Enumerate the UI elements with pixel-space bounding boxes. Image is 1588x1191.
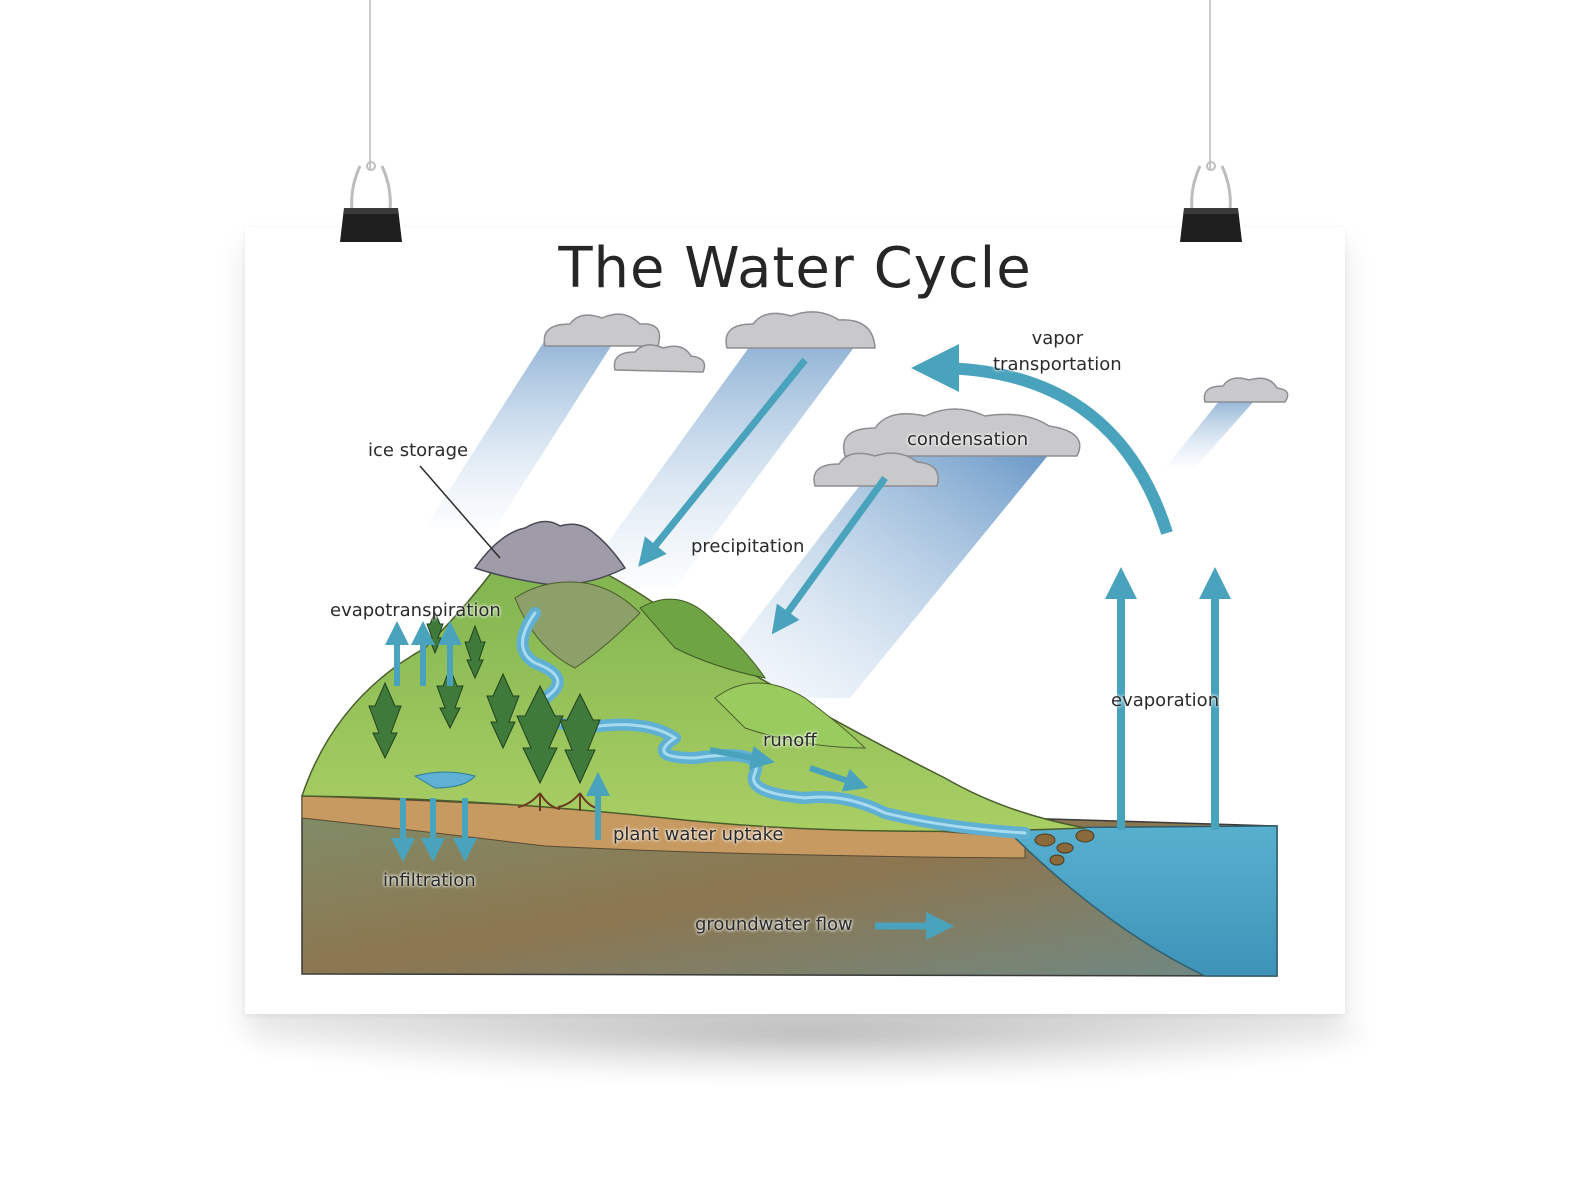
green-hill-right <box>639 598 767 679</box>
pond <box>413 771 476 789</box>
label-groundwater-flow: groundwater flow <box>695 914 853 935</box>
runoff-arrow-2 <box>809 765 869 792</box>
hillside <box>300 547 1086 833</box>
label-precipitation: precipitation <box>691 536 805 557</box>
binder-clip-right-icon <box>1180 161 1242 242</box>
mountain-peak <box>473 520 627 586</box>
label-ice-storage: ice storage <box>368 440 469 461</box>
shore-rocks <box>1034 829 1095 866</box>
label-vapor-line1: vapor <box>1031 328 1084 349</box>
rain-band-left <box>425 340 615 528</box>
label-vapor-transportation: vapor transportation <box>993 326 1122 378</box>
ice-storage-pointer <box>419 465 501 559</box>
tree-roots <box>517 792 601 811</box>
ocean <box>1003 825 1278 977</box>
hanging-string-right <box>1209 0 1211 170</box>
water-cycle-illustration <box>300 311 1289 977</box>
cloud-left <box>543 313 706 373</box>
label-evapotranspiration: evapotranspiration <box>330 600 501 621</box>
precipitation-arrow-2 <box>771 475 888 635</box>
label-plant-water-uptake: plant water uptake <box>613 824 784 845</box>
rain-band-right <box>695 453 1050 698</box>
label-vapor-line2: transportation <box>993 354 1122 375</box>
runoff-arrow-1 <box>709 745 775 770</box>
label-infiltration: infiltration <box>383 870 476 891</box>
vapor-transportation-arrow <box>911 344 1173 535</box>
poster-title: The Water Cycle <box>558 236 1032 301</box>
trees <box>368 610 601 785</box>
label-runoff: runoff <box>763 730 817 751</box>
precipitation-arrow-1 <box>638 357 808 567</box>
binder-clip-left-icon <box>340 161 402 242</box>
label-condensation: condensation <box>907 429 1029 450</box>
label-evaporation: evaporation <box>1111 690 1220 711</box>
cloud-condensation <box>813 408 1081 487</box>
cloud-center <box>725 311 876 349</box>
water-cycle-poster: The Water Cycle vapor transportation con… <box>245 228 1345 1014</box>
mountain-slope <box>514 581 641 669</box>
cloud-small-right <box>1203 377 1289 403</box>
river-highlight <box>521 611 1027 835</box>
hanging-string-left <box>369 0 371 170</box>
hill-right-bump <box>714 682 867 749</box>
rain-band-small <box>1165 400 1255 468</box>
